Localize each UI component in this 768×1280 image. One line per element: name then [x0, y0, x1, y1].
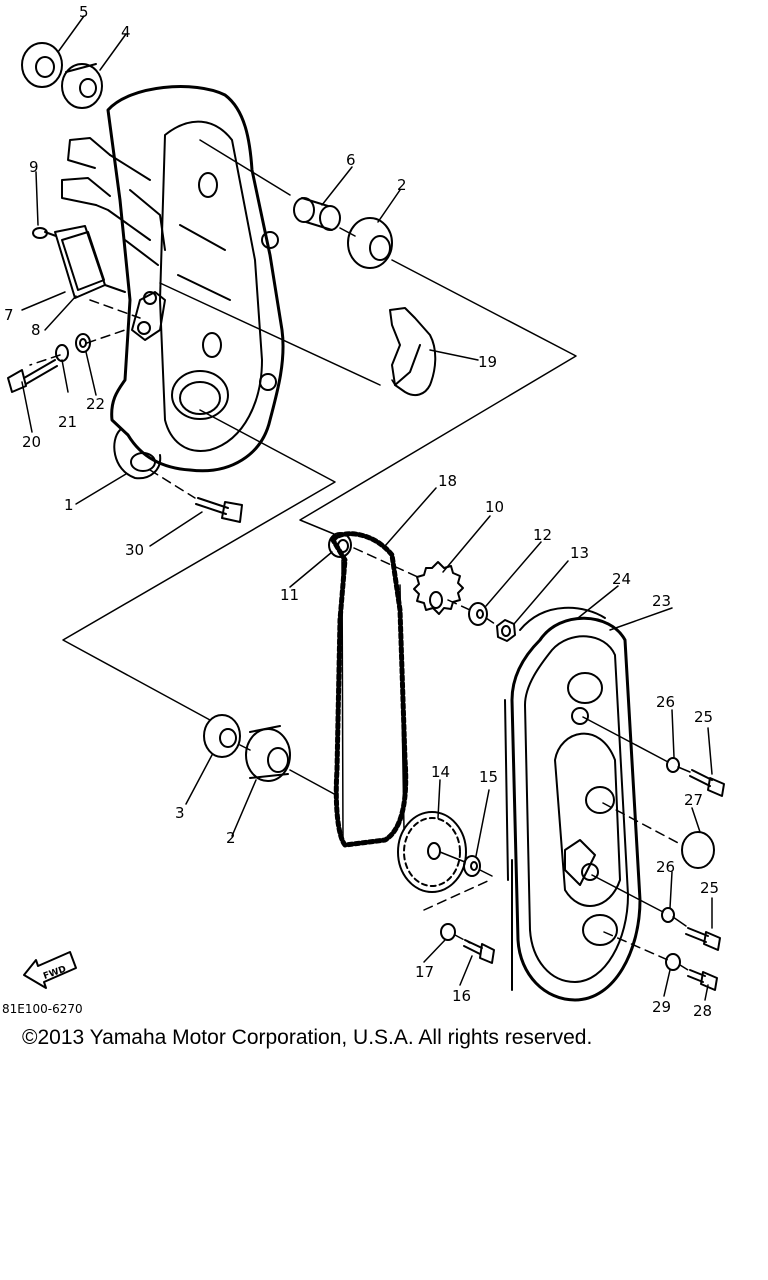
- callout-17: 17: [415, 963, 434, 981]
- forward-direction-marker: FWD: [23, 951, 77, 989]
- bearing-2-bottom: [245, 725, 291, 782]
- washer-12: [468, 602, 488, 626]
- callout-7: 7: [4, 306, 14, 324]
- callout-11: 11: [280, 586, 299, 604]
- callout-21: 21: [58, 413, 77, 431]
- callout-25-lower: 25: [700, 879, 719, 897]
- fwd-label: FWD: [42, 965, 68, 982]
- washer-29: [665, 953, 681, 971]
- brake-pad-7-8: [54, 225, 126, 299]
- cap-27: [681, 831, 715, 869]
- callout-30: 30: [125, 541, 144, 559]
- callout-20: 20: [22, 433, 41, 451]
- chaincase-housing: [61, 85, 285, 480]
- callout-5: 5: [79, 3, 89, 21]
- bearing-5: [21, 42, 63, 88]
- washer-17: [440, 923, 456, 941]
- nut-13: [496, 619, 516, 642]
- callout-26-lower: 26: [656, 858, 675, 876]
- bolt-30: [195, 497, 243, 523]
- leader-lines: [21, 15, 713, 1001]
- callout-10: 10: [485, 498, 504, 516]
- bearing-4: [61, 63, 103, 109]
- callout-29: 29: [652, 998, 671, 1016]
- callout-9: 9: [29, 158, 39, 176]
- callout-1: 1: [64, 496, 74, 514]
- gasket-24: [504, 606, 606, 991]
- bolt-20: [7, 359, 58, 393]
- bolt-28: [687, 969, 718, 991]
- callout-23: 23: [652, 592, 671, 610]
- callout-14: 14: [431, 763, 450, 781]
- callout-22: 22: [86, 395, 105, 413]
- bolt-25-bottom: [685, 927, 721, 951]
- callout-3: 3: [175, 804, 185, 822]
- washer-15: [463, 855, 481, 877]
- washer-21: [55, 344, 69, 362]
- callout-28: 28: [693, 1002, 712, 1020]
- bearing-3: [203, 714, 241, 758]
- sprocket-14: [397, 811, 467, 893]
- callout-24: 24: [612, 570, 631, 588]
- callout-2: 2: [397, 176, 407, 194]
- bearing-2-top: [347, 217, 393, 269]
- tensioner-19: [389, 307, 437, 397]
- callout-8: 8: [31, 321, 41, 339]
- callout-16: 16: [452, 987, 471, 1005]
- callout-12: 12: [533, 526, 552, 544]
- bolt-25-top: [689, 769, 725, 797]
- assembly-lines: [29, 139, 691, 971]
- washer-26-bottom: [661, 907, 675, 923]
- callout-19: 19: [478, 353, 497, 371]
- copyright-notice: ©2013 Yamaha Motor Corporation, U.S.A. A…: [22, 1026, 593, 1049]
- callout-13: 13: [570, 544, 589, 562]
- washer-26-top: [666, 757, 680, 773]
- callout-26: 26: [656, 693, 675, 711]
- cover-23: [510, 616, 642, 1002]
- callout-15: 15: [479, 768, 498, 786]
- bolt-16: [463, 939, 495, 964]
- callout-6: 6: [346, 151, 356, 169]
- callout-2-lower: 2: [226, 829, 236, 847]
- diagram-artwork: FWD: [2, 3, 725, 1020]
- callout-25: 25: [694, 708, 713, 726]
- callout-4: 4: [121, 23, 131, 41]
- callout-18: 18: [438, 472, 457, 490]
- drawing-code: 81E100-6270: [2, 1002, 83, 1016]
- drive-chain-18: [330, 531, 409, 848]
- collar-6: [293, 197, 341, 231]
- sprocket-10: [413, 561, 464, 615]
- callout-27: 27: [684, 791, 703, 809]
- washer-22: [75, 333, 91, 353]
- callout-labels: 5 4 9 6 2 7 8 19 20 21 22 1 30 18 10 12 …: [2, 3, 719, 1020]
- screw-9: [32, 227, 57, 239]
